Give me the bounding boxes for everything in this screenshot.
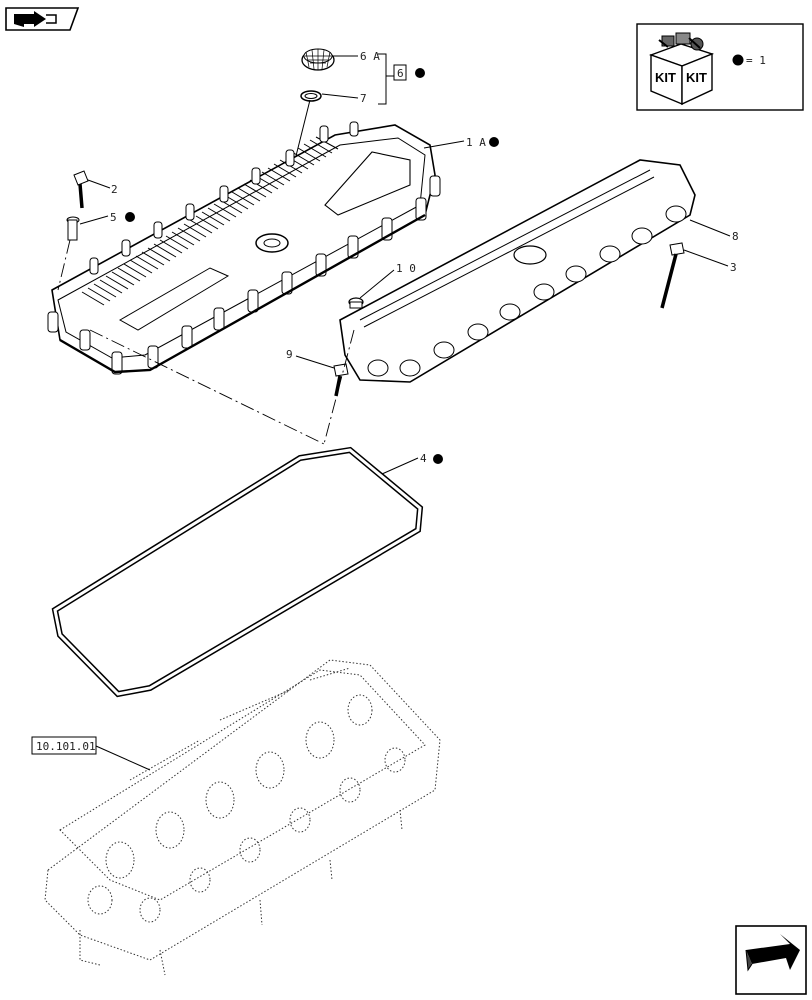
leader-10: [359, 269, 395, 299]
callout-3: 3: [730, 261, 737, 274]
kit-bullet-dot: [732, 54, 744, 66]
part-5-sleeve[interactable]: [66, 216, 80, 241]
leader-3: [683, 249, 729, 267]
callout-7: 7: [360, 92, 367, 105]
next-page-arrow-icon[interactable]: [735, 925, 807, 995]
kit-dot-1A: [489, 137, 499, 147]
part-8-carrier[interactable]: [339, 159, 696, 383]
bolt-axis-line: [57, 239, 71, 291]
part-2-bolt[interactable]: [73, 170, 89, 209]
callout-10: 1 0: [396, 262, 416, 275]
callout-4: 4: [420, 452, 427, 465]
leader-4: [381, 457, 419, 475]
leader-9: [295, 355, 335, 369]
kit-dot-5: [125, 212, 135, 222]
callout-6-box: [393, 64, 407, 81]
kit-label-left: KIT: [655, 70, 676, 85]
bracket-6: [378, 53, 394, 105]
kit-box-icon: [648, 32, 715, 106]
alignment-line-left: [89, 329, 325, 445]
reference-label[interactable]: 10.101.01: [36, 740, 96, 753]
leader-reference: [95, 745, 151, 771]
alignment-line-right: [323, 329, 355, 445]
reference-box[interactable]: [31, 736, 97, 755]
kit-legend: KIT KIT = 1: [636, 23, 804, 111]
callout-1A: 1 A: [466, 136, 486, 149]
cylinder-head-reference: [44, 659, 441, 976]
part-4-gasket[interactable]: [51, 446, 424, 698]
leader-5: [79, 215, 109, 225]
part-7-seal[interactable]: [300, 90, 322, 102]
kit-equals-text: = 1: [746, 54, 766, 67]
callout-2: 2: [111, 183, 118, 196]
callout-6: 6: [397, 67, 404, 80]
previous-page-arrow-icon[interactable]: [5, 7, 80, 31]
callout-6A: 6 A: [360, 50, 380, 63]
leader-8: [689, 219, 731, 237]
carrier-lobes: [367, 205, 687, 377]
cover-fins: [81, 136, 339, 306]
callout-8: 8: [732, 230, 739, 243]
kit-label-right: KIT: [686, 70, 707, 85]
kit-dot-4: [433, 454, 443, 464]
callout-5: 5: [110, 211, 117, 224]
callout-9: 9: [286, 348, 293, 361]
part-3-bolt[interactable]: [660, 242, 685, 309]
part-6A-cap[interactable]: [301, 48, 335, 71]
part-9-screw[interactable]: [333, 363, 349, 397]
leader-2: [87, 179, 111, 189]
part-1A-rocker-cover[interactable]: [47, 121, 441, 375]
leader-1A: [423, 140, 465, 149]
kit-dot-6: [415, 68, 425, 78]
leader-7: [321, 93, 359, 99]
part-10-grommet[interactable]: [348, 297, 364, 309]
